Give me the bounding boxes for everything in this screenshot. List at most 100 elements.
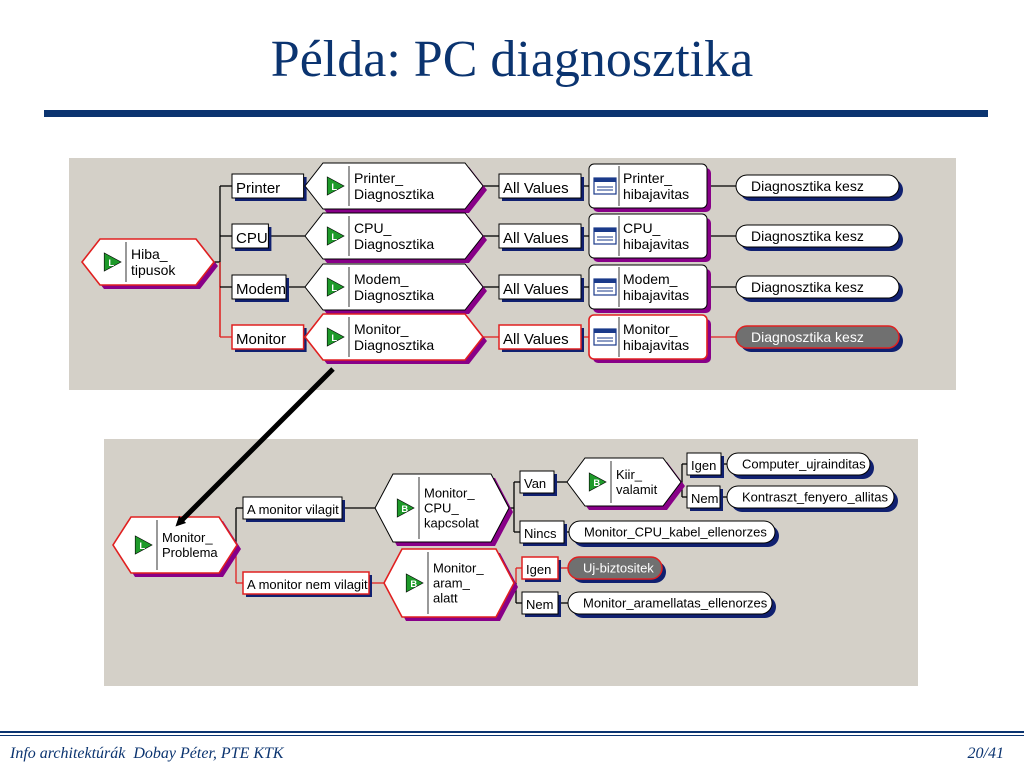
diag-node-monitor-label-line: Diagnosztika bbox=[354, 337, 434, 353]
category-monitor[interactable]: Monitor bbox=[231, 324, 307, 352]
result-monitor-cpu-kabel[interactable]: Monitor_CPU_kabel_ellenorzes bbox=[568, 520, 779, 547]
values-cpu[interactable]: All Values bbox=[498, 223, 584, 251]
decision-play-icon bbox=[134, 535, 153, 555]
fix-node-printer-label-line: Printer_ bbox=[623, 170, 672, 186]
values-monitor-label: All Values bbox=[503, 331, 569, 348]
answer-igen-1[interactable]: Igen bbox=[686, 452, 724, 478]
result-cpu-label: Diagnosztika kesz bbox=[751, 228, 864, 244]
diag-node-cpu-label-line: CPU_ bbox=[354, 220, 392, 236]
node-kiir-valamit-label-line: Kiir_ bbox=[616, 467, 643, 482]
node-type-letter: L bbox=[139, 541, 145, 551]
node-type-letter: B bbox=[401, 504, 408, 514]
fix-node-printer[interactable]: Printer_hibajavitas bbox=[588, 163, 711, 212]
fix-node-modem-label-line: Modem_ bbox=[623, 271, 678, 287]
decision-play-icon bbox=[326, 327, 345, 347]
result-monitor[interactable]: Diagnosztika kesz bbox=[735, 325, 903, 352]
category-cpu-label: CPU bbox=[236, 230, 268, 247]
decision-play-icon bbox=[326, 176, 345, 196]
window-icon bbox=[593, 177, 617, 195]
diag-node-monitor-label-line: Monitor_ bbox=[354, 321, 409, 337]
category-cpu[interactable]: CPU bbox=[231, 223, 272, 251]
answer-igen-2[interactable]: Igen bbox=[521, 556, 561, 582]
node-type-letter: L bbox=[108, 258, 114, 268]
fix-node-printer-label-line: hibajavitas bbox=[623, 186, 689, 202]
condition-monitor-nem-vilagit-label: A monitor nem vilagit bbox=[247, 577, 368, 592]
category-modem[interactable]: Modem bbox=[231, 274, 289, 302]
window-icon bbox=[593, 328, 617, 346]
result-monitor-aramellatas-label: Monitor_aramellatas_ellenorzes bbox=[583, 596, 768, 611]
condition-monitor-vilagit[interactable]: A monitor vilagit bbox=[242, 496, 345, 522]
answer-igen-1-label: Igen bbox=[691, 458, 716, 473]
answer-nem-2[interactable]: Nem bbox=[521, 591, 561, 617]
footer-divider bbox=[0, 731, 1024, 733]
values-modem-label: All Values bbox=[503, 281, 569, 298]
footer-credit: Info architektúrák Dobay Péter, PTE KTK bbox=[10, 745, 284, 762]
node-hiba-tipusok-label-line: tipusok bbox=[131, 262, 176, 278]
result-printer[interactable]: Diagnosztika kesz bbox=[735, 174, 903, 201]
result-uj-biztositek[interactable]: Uj-biztositek bbox=[567, 556, 666, 583]
condition-monitor-nem-vilagit[interactable]: A monitor nem vilagit bbox=[242, 571, 372, 597]
answer-nem-2-label: Nem bbox=[526, 597, 553, 612]
node-type-letter: B bbox=[593, 478, 600, 488]
zoom-arrow bbox=[175, 367, 335, 527]
decision-play-icon bbox=[326, 226, 345, 246]
answer-nem-1-label: Nem bbox=[691, 491, 718, 506]
fix-node-monitor-label-line: Monitor_ bbox=[623, 321, 678, 337]
node-type-letter: L bbox=[331, 283, 337, 293]
fix-node-monitor[interactable]: Monitor_hibajavitas bbox=[588, 314, 711, 363]
node-hiba-tipusok-label-line: Hiba_ bbox=[131, 246, 168, 262]
footer-divider-thin bbox=[0, 735, 1024, 736]
diag-node-monitor[interactable]: L Monitor_Diagnosztika bbox=[303, 313, 487, 364]
node-type-letter: L bbox=[331, 182, 337, 192]
answer-nem-1[interactable]: Nem bbox=[686, 485, 723, 511]
fix-node-cpu[interactable]: CPU_hibajavitas bbox=[588, 213, 711, 262]
values-printer[interactable]: All Values bbox=[498, 173, 584, 201]
category-printer-label: Printer bbox=[236, 180, 280, 197]
category-modem-label: Modem bbox=[236, 281, 286, 298]
node-monitor-problema-label-line: Monitor_ bbox=[162, 530, 213, 545]
node-type-letter: L bbox=[331, 333, 337, 343]
window-icon bbox=[593, 278, 617, 296]
values-cpu-label: All Values bbox=[503, 230, 569, 247]
node-hiba-tipusok[interactable]: L Hiba_tipusok bbox=[80, 238, 218, 289]
node-monitor-problema-label-line: Problema bbox=[162, 545, 218, 560]
answer-nincs-label: Nincs bbox=[524, 526, 557, 541]
diag-node-modem-label-line: Modem_ bbox=[354, 271, 409, 287]
result-uj-biztositek-label: Uj-biztositek bbox=[583, 561, 654, 576]
result-computer-ujrainditas[interactable]: Computer_ujrainditas bbox=[726, 452, 874, 479]
node-type-letter: L bbox=[331, 232, 337, 242]
answer-van[interactable]: Van bbox=[519, 470, 557, 496]
window-icon bbox=[593, 227, 617, 245]
result-printer-label: Diagnosztika kesz bbox=[751, 178, 864, 194]
slide-title: Példa: PC diagnosztika bbox=[270, 31, 754, 88]
result-modem[interactable]: Diagnosztika kesz bbox=[735, 275, 903, 302]
title-divider bbox=[44, 110, 988, 117]
values-monitor[interactable]: All Values bbox=[498, 324, 584, 352]
category-printer[interactable]: Printer bbox=[231, 173, 307, 201]
fix-node-cpu-label-line: hibajavitas bbox=[623, 236, 689, 252]
fix-node-modem-label-line: hibajavitas bbox=[623, 287, 689, 303]
result-monitor-cpu-kabel-label: Monitor_CPU_kabel_ellenorzes bbox=[584, 525, 767, 540]
result-cpu[interactable]: Diagnosztika kesz bbox=[735, 224, 903, 251]
condition-monitor-vilagit-label: A monitor vilagit bbox=[247, 502, 339, 517]
result-monitor-aramellatas[interactable]: Monitor_aramellatas_ellenorzes bbox=[567, 591, 776, 618]
node-monitor-cpu-kapcsolat-label-line: Monitor_ bbox=[424, 486, 475, 501]
node-monitor-problema[interactable]: L Monitor_Problema bbox=[112, 516, 241, 577]
category-monitor-label: Monitor bbox=[236, 331, 286, 348]
answer-igen-2-label: Igen bbox=[526, 562, 551, 577]
diag-node-printer-label-line: Diagnosztika bbox=[354, 186, 434, 202]
result-kontraszt-fenyero[interactable]: Kontraszt_fenyero_allitas bbox=[726, 485, 898, 512]
node-monitor-cpu-kapcsolat-label-line: CPU_ bbox=[424, 501, 459, 516]
values-modem[interactable]: All Values bbox=[498, 274, 584, 302]
fix-node-modem[interactable]: Modem_hibajavitas bbox=[588, 264, 711, 313]
decision-play-icon bbox=[396, 498, 415, 518]
diag-node-cpu[interactable]: L CPU_Diagnosztika bbox=[304, 212, 487, 263]
diag-node-cpu-label-line: Diagnosztika bbox=[354, 236, 434, 252]
result-monitor-label: Diagnosztika kesz bbox=[751, 329, 864, 345]
answer-nincs[interactable]: Nincs bbox=[519, 520, 567, 546]
